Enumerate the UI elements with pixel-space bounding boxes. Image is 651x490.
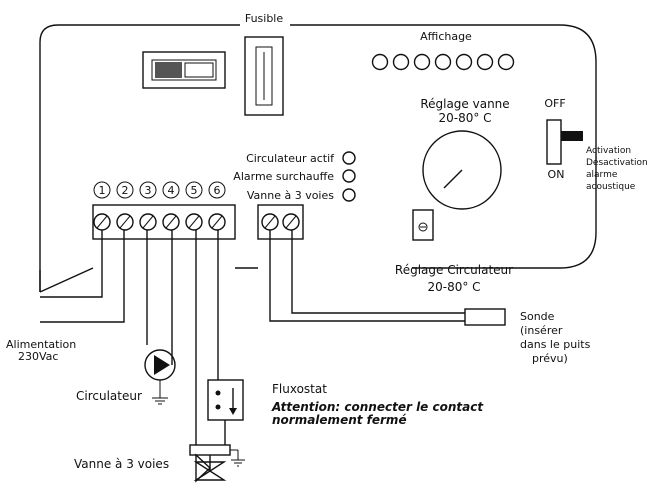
svg-text:1: 1 [99,184,106,197]
control-box-outline [39,24,597,293]
terminal-number-1: 1 [93,181,111,199]
fusible-label: Fusible [245,12,284,25]
svg-text:4: 4 [168,184,175,197]
display-led [392,53,410,71]
alimentation-label: Alimentation [6,338,76,351]
terminal-screw [208,213,226,231]
three-way-valve-icon [189,444,231,483]
circulator-trimmer [412,209,434,241]
alarme-surchauffe-led [342,169,356,183]
circulateur-actif-label: Circulateur actif [246,152,335,165]
sonde-note-1: (insérer [520,324,563,337]
display-led [371,53,389,71]
fluxostat-label: Fluxostat [272,382,327,396]
display-led-row [371,53,515,71]
on-label: ON [548,168,565,181]
svg-text:2: 2 [122,184,129,197]
svg-text:3: 3 [145,184,152,197]
main-terminal-screws [93,213,226,231]
terminal-number-2: 2 [116,181,134,199]
power-wire-1 [40,230,103,298]
terminal-screw [139,213,157,231]
sonde-label: Sonde [520,310,555,323]
valve-ground-icon [231,459,245,467]
activation-label-4: acoustique [586,182,636,192]
attention-label-2: normalement fermé [272,413,407,427]
sensor-terminal-screws [261,213,300,231]
terminal-screw [162,213,180,231]
alarme-surchauffe-label: Alarme surchauffe [233,170,334,183]
display-led [413,53,431,71]
sensor-terminal-block [257,204,304,240]
sonde-note-3: prévu) [532,352,568,365]
alarm-switch [546,119,583,165]
sensor-probe-icon [464,308,506,326]
terminal-number-3: 3 [139,181,157,199]
display-led [497,53,515,71]
power-wire-2 [40,230,125,323]
display-led [476,53,494,71]
terminal-number-6: 6 [208,181,226,199]
display-led [434,53,452,71]
alimentation-voltage: 230Vac [18,350,58,363]
attention-label-1: Attention: connecter le contact [271,400,484,414]
circulateur-actif-led [342,151,356,165]
reglage-vanne-label: Réglage vanne [420,97,509,111]
sensor-wire-2 [291,230,465,314]
activation-label-2: Désactivation [586,157,648,168]
terminal-screw [93,213,111,231]
svg-text:6: 6 [214,184,221,197]
reglage-circulateur-label: Réglage Circulateur [395,263,513,277]
vanne-led-label: Vanne à 3 voies [247,189,334,202]
vanne-led [342,188,356,202]
terminal-screw [116,213,134,231]
sensor-wire-1 [269,230,465,322]
terminal-screw [185,213,203,231]
fluxostat-icon [207,379,244,421]
vanne-3-voies-label: Vanne à 3 voies [74,457,169,471]
circulator-pump-icon [144,349,176,381]
off-label: OFF [544,97,565,110]
fuse-holder [244,36,284,116]
circulateur-label: Circulateur [76,389,142,403]
terminal-number-4: 4 [162,181,180,199]
reglage-vanne-range: 20-80° C [438,111,491,125]
sonde-note-2: dans le puits [520,338,591,351]
pump-ground-icon [152,397,168,405]
terminal-numbers: 1 2 3 4 5 6 [93,181,226,199]
svg-text:5: 5 [191,184,198,197]
activation-label-1: Activation [586,146,631,156]
reglage-circulateur-range: 20-80° C [427,280,480,294]
terminal-number-5: 5 [185,181,203,199]
main-terminal-block [92,204,236,240]
affichage-label: Affichage [420,30,472,43]
power-switch [142,51,226,89]
activation-label-3: alarme [586,170,618,180]
display-led [455,53,473,71]
valve-knob [422,130,502,210]
